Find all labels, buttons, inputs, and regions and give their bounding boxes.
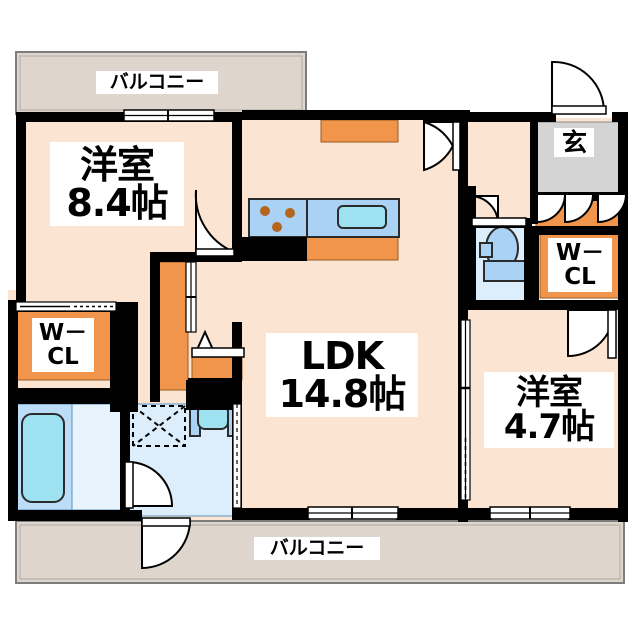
doors [124,60,628,570]
bedroom-sub-name: 洋室 [516,373,583,413]
balcony-top-label: バルコニー [96,71,218,94]
ldk-floor [240,118,468,518]
room-label-bedroom-main: 洋室 8.4帖 [50,142,184,226]
room-label-bedroom-sub: 洋室 4.7帖 [484,372,614,448]
door-genkan-inner-mid [564,193,595,224]
washer-space-cross-b [132,405,186,447]
room-label-wcl-left: W－ CL [32,318,94,373]
washer-space-cross-a [132,405,186,447]
bedroom-main-name: 洋室 [79,143,155,187]
door-genkan-inner-right [597,193,628,224]
toilet-side-box [479,242,493,258]
wcl-right-line2: CL [564,264,596,291]
room-label-ldk: LDK 14.8帖 [266,333,418,417]
burner-back [272,222,282,232]
wcl-left-line2: CL [47,344,79,371]
burner-front-left [260,206,270,216]
wcl-right-line1: W－ [555,240,605,266]
room-label-wcl-right: W－ CL [548,238,612,293]
balcony-bottom-text: バルコニー [269,537,365,559]
room-label-genkan: 玄 [554,128,594,157]
kitchen-sink-basin [337,205,387,229]
wcl-left-line1: W－ [38,320,88,346]
windows [15,109,571,520]
burner-right [285,208,295,218]
ldk-name: LDK [300,334,384,378]
bedroom-main-size: 8.4帖 [66,181,168,225]
washer-space [132,405,186,447]
hall-closet-tall [157,261,189,391]
toilet-tank [483,260,527,282]
kitchen-upper-cabinet [320,119,399,143]
bedroom-sub-size: 4.7帖 [503,407,595,447]
balcony-top-text: バルコニー [109,71,205,93]
ldk-size: 14.8帖 [278,372,407,416]
bathtub [21,413,65,503]
balcony-bottom-label: バルコニー [254,537,380,560]
genkan-name: 玄 [561,128,587,157]
